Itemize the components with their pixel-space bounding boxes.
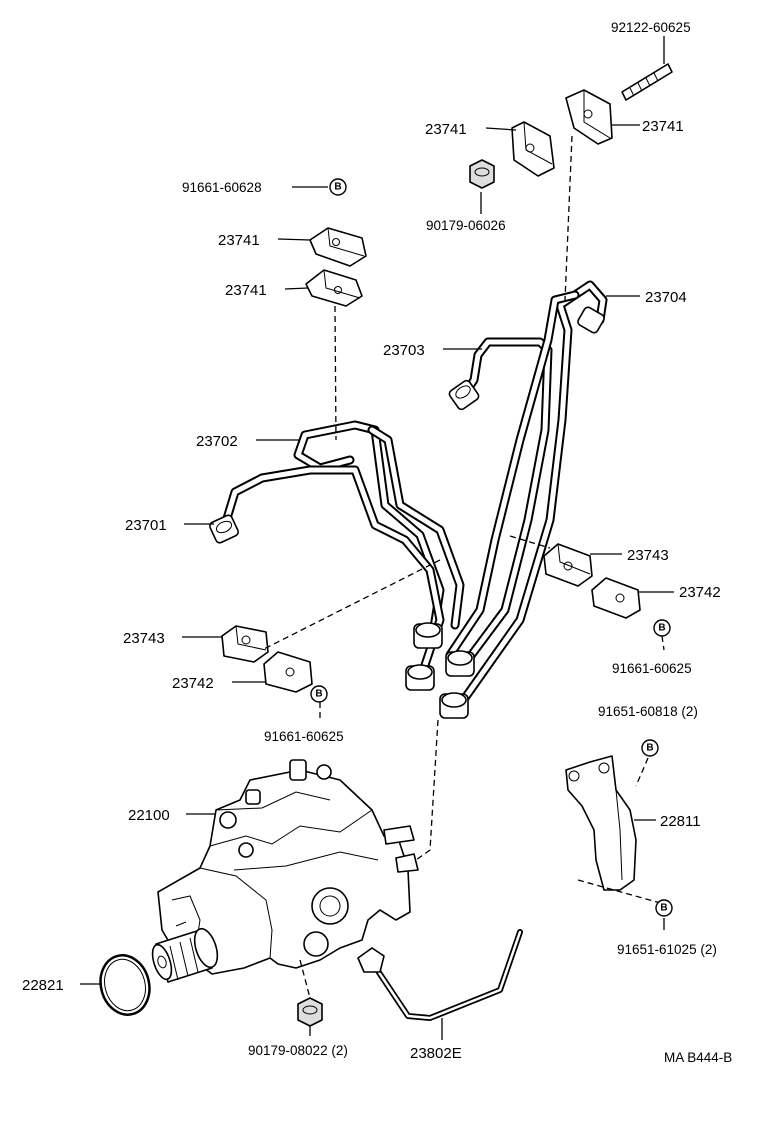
svg-text:B: B	[315, 689, 322, 700]
leader-lines	[80, 36, 674, 1040]
marker-b-91661-60628: B	[329, 178, 347, 196]
label-91661-60628: 91661-60628	[182, 180, 262, 195]
pipe-nut-23701	[208, 514, 240, 544]
label-91661-60625-left: 91661-60625	[264, 729, 344, 744]
label-23743-right: 23743	[627, 547, 669, 564]
pipe-nut-lower-1	[413, 622, 443, 649]
label-22811: 22811	[660, 813, 701, 830]
injection-pipes	[220, 280, 608, 710]
svg-text:B: B	[658, 623, 665, 634]
pipe-nut-23704	[577, 306, 605, 334]
label-23741-left-lower: 23741	[225, 282, 267, 299]
label-91661-60625-right: 91661-60625	[612, 661, 692, 676]
stud-bolt	[621, 63, 673, 101]
label-92122-60625: 92122-60625	[611, 20, 691, 35]
marker-b-91651-60818: B	[641, 739, 659, 757]
svg-text:B: B	[334, 182, 341, 193]
label-22100: 22100	[128, 807, 170, 824]
clamp-23743-left	[221, 625, 269, 663]
label-91651-60818: 91651-60818 (2)	[598, 704, 698, 719]
o-ring-22821	[99, 954, 151, 1016]
label-90179-08022: 90179-08022 (2)	[248, 1043, 348, 1058]
clamp-23741-top-right	[565, 89, 613, 145]
label-23702: 23702	[196, 433, 238, 450]
pipe-nut-lower-4	[439, 692, 469, 719]
clamp-23741-top-middle	[511, 121, 555, 177]
clamp-23741-left-upper	[309, 227, 367, 267]
label-23704: 23704	[645, 289, 687, 306]
diagram-code: MA B444-B	[664, 1050, 732, 1065]
label-23742-right: 23742	[679, 584, 721, 601]
marker-b-91661-60625-left: B	[310, 685, 328, 703]
label-23703: 23703	[383, 342, 425, 359]
svg-text:B: B	[660, 903, 667, 914]
label-22821: 22821	[22, 977, 64, 994]
svg-text:B: B	[646, 743, 653, 754]
pipe-nuts	[208, 306, 605, 719]
pipe-nut-23703	[448, 379, 480, 411]
nut-90179-06026	[469, 159, 495, 189]
pipe-nut-lower-3	[405, 664, 435, 691]
label-23701: 23701	[125, 517, 167, 534]
drive-shaft	[151, 927, 219, 983]
pipe-23802E	[357, 929, 523, 1021]
marker-b-91651-61025: B	[655, 899, 673, 917]
label-91651-61025: 91651-61025 (2)	[617, 942, 717, 957]
clamp-23741-left-lower	[305, 269, 363, 307]
alignment-lines	[261, 135, 665, 999]
marker-b-91661-60625-right: B	[653, 619, 671, 637]
pipe-nut-lower-2	[445, 650, 475, 677]
label-23741-top-middle: 23741	[425, 121, 467, 138]
label-23741-left-upper: 23741	[218, 232, 260, 249]
bracket-22811	[565, 755, 637, 891]
label-23802E: 23802E	[410, 1045, 462, 1062]
label-23741-top-right: 23741	[642, 118, 684, 135]
nut-90179-08022	[297, 997, 323, 1027]
clamp-23742-left	[263, 651, 313, 693]
part-labels: 92122-60625 23741 23741 90179-06026 9166…	[22, 20, 732, 1065]
injection-pump-22100	[157, 759, 419, 975]
clamp-23742-right	[591, 577, 641, 619]
clamp-23743-right	[543, 543, 593, 587]
label-90179-06026: 90179-06026	[426, 218, 506, 233]
label-23742-left: 23742	[172, 675, 214, 692]
label-23743-left: 23743	[123, 630, 165, 647]
